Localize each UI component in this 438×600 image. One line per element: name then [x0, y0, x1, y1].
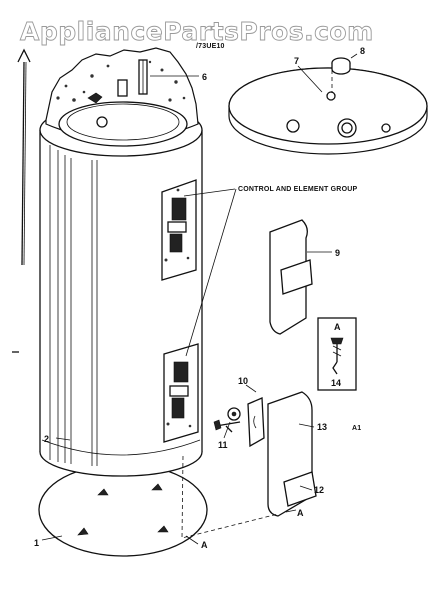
leader-lines — [41, 53, 358, 545]
bottom-pan — [38, 463, 208, 557]
callout-a-box: A — [334, 322, 341, 332]
callout-9: 9 — [335, 248, 340, 258]
top-cover — [228, 67, 428, 155]
tank-body — [39, 103, 203, 477]
side-note: A1 — [352, 425, 361, 432]
callout-2: 2 — [44, 434, 49, 444]
watermark-text: AppliancePartsPros.com — [20, 17, 374, 46]
upper-access-cover — [269, 219, 313, 335]
header-fragment: /73UE10 — [196, 43, 225, 50]
callout-12: 12 — [314, 485, 324, 495]
callout-13: 13 — [317, 422, 327, 432]
callout-7: 7 — [294, 56, 299, 66]
insulation-top — [45, 47, 199, 147]
screw-assembly — [213, 407, 241, 433]
callout-6: 6 — [202, 72, 207, 82]
screw-detail-box — [317, 317, 357, 391]
plug — [331, 57, 351, 93]
group-caption: CONTROL AND ELEMENT GROUP — [238, 186, 357, 193]
upper-control-opening — [161, 179, 197, 281]
callout-14: 14 — [331, 378, 341, 388]
callout-a-bottom: A — [201, 540, 208, 550]
callout-11: 11 — [218, 440, 228, 450]
lower-control-opening — [163, 343, 199, 443]
callout-a-panel: A — [297, 508, 304, 518]
assembly-line — [181, 455, 279, 539]
callout-1: 1 — [34, 538, 39, 548]
lower-access-cover — [267, 391, 317, 517]
callout-8: 8 — [360, 46, 365, 56]
thermostat-cover — [247, 397, 265, 448]
callout-10: 10 — [238, 376, 248, 386]
anode-rod — [17, 48, 31, 266]
